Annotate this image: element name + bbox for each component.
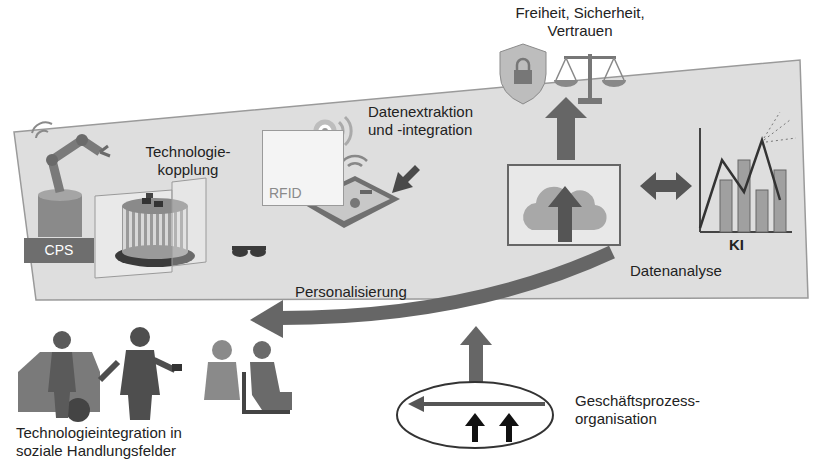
process-ellipse <box>397 382 553 448</box>
double-arrow <box>640 172 692 200</box>
people-scene-part <box>244 372 290 412</box>
extraction-label: Datenextraktion und -integration <box>368 103 493 139</box>
process-label: Geschäftsprozess- organisation <box>575 392 720 428</box>
ai-chart-part <box>756 190 768 232</box>
process-arrow <box>460 326 492 383</box>
scales-part <box>556 58 624 80</box>
robot-arm-part <box>46 154 58 166</box>
people-scene-part <box>130 327 150 347</box>
shield-lock-part <box>514 70 532 84</box>
personalisation-arrow-part <box>280 252 612 318</box>
scales-part <box>588 54 592 100</box>
node-text: CPS <box>30 242 88 259</box>
wafer-turntable-part <box>172 178 206 266</box>
scales-part <box>578 98 602 104</box>
ai-chart-part <box>700 128 792 232</box>
cloud-box-part <box>508 165 620 245</box>
people-scene-part <box>66 398 90 422</box>
people-scene-part <box>53 331 71 349</box>
shield-lock <box>500 44 546 104</box>
process-arrow-part <box>469 343 483 383</box>
up-arrow <box>545 97 587 160</box>
ai-chart <box>700 112 796 232</box>
people-scene-part <box>154 360 175 370</box>
process-ellipse-part <box>465 413 485 426</box>
cloud-box <box>508 165 620 245</box>
wafer-turntable <box>95 178 206 278</box>
robot-arm-part <box>32 122 52 138</box>
cloud-box-part <box>548 186 582 207</box>
scales <box>554 54 626 104</box>
tablet-part <box>350 198 360 208</box>
cps-box: CPS <box>24 238 94 263</box>
ai-chart-part <box>738 160 750 232</box>
shield-lock-part <box>500 44 546 104</box>
personalisation-arrow-part <box>250 300 283 338</box>
robot-arm-part <box>38 195 82 237</box>
robot-arm-part <box>76 134 88 146</box>
process-arrow-part <box>460 326 492 345</box>
up-arrow-part <box>557 116 575 160</box>
robot-arm-part <box>52 140 100 192</box>
smart-glasses-part <box>232 246 266 250</box>
wafer-turntable-part <box>154 201 163 207</box>
ground-plane <box>14 60 808 300</box>
process-ellipse-part <box>422 402 545 406</box>
ai-chart-part <box>700 140 780 228</box>
scales-part <box>564 56 616 59</box>
ground-plane-part <box>14 60 808 300</box>
analysis-label: Datenanalyse <box>630 262 760 280</box>
people-scene-part <box>253 341 271 359</box>
ai-chart-part <box>720 180 732 232</box>
smart-glasses <box>232 246 266 257</box>
rfid-tag: RFID <box>262 130 344 206</box>
wafer-turntable-part <box>142 198 151 204</box>
people-scene-part <box>204 362 240 400</box>
extraction-arrow-part <box>392 165 420 193</box>
people-scene-part <box>48 352 76 418</box>
coupling-label: Technologie- kopplung <box>138 143 238 179</box>
cloud-box-part <box>558 205 572 242</box>
people-scene-part <box>172 364 182 371</box>
process-ellipse-part <box>397 382 553 448</box>
process-ellipse-part <box>408 396 424 412</box>
ai-chart-part <box>764 112 796 142</box>
ai-label: KI <box>729 236 769 254</box>
scales-part <box>554 80 626 87</box>
process-ellipse-part <box>499 413 519 426</box>
tablet-part <box>343 156 367 166</box>
people-scene <box>18 327 292 422</box>
node-text: RFID <box>269 185 337 202</box>
tablet-part <box>360 190 372 194</box>
process-ellipse-part <box>472 424 478 442</box>
people-scene-part <box>100 362 118 380</box>
people-scene-part <box>250 362 292 410</box>
values-caption: Freiheit, Sicherheit, Vertrauen <box>505 4 655 40</box>
personalisation-arrow <box>250 252 612 338</box>
process-ellipse-part <box>506 424 512 442</box>
people-scene-part <box>212 340 232 360</box>
extraction-arrow <box>392 165 420 193</box>
ai-chart-part <box>774 170 786 232</box>
double-arrow-part <box>640 172 692 200</box>
shield-lock-part <box>517 59 529 70</box>
integration-caption: Technologieintegration in soziale Handlu… <box>16 424 216 460</box>
robot-arm-part <box>100 146 110 156</box>
wafer-turntable-part <box>146 193 153 198</box>
personalisation-label: Personalisierung <box>295 283 445 301</box>
